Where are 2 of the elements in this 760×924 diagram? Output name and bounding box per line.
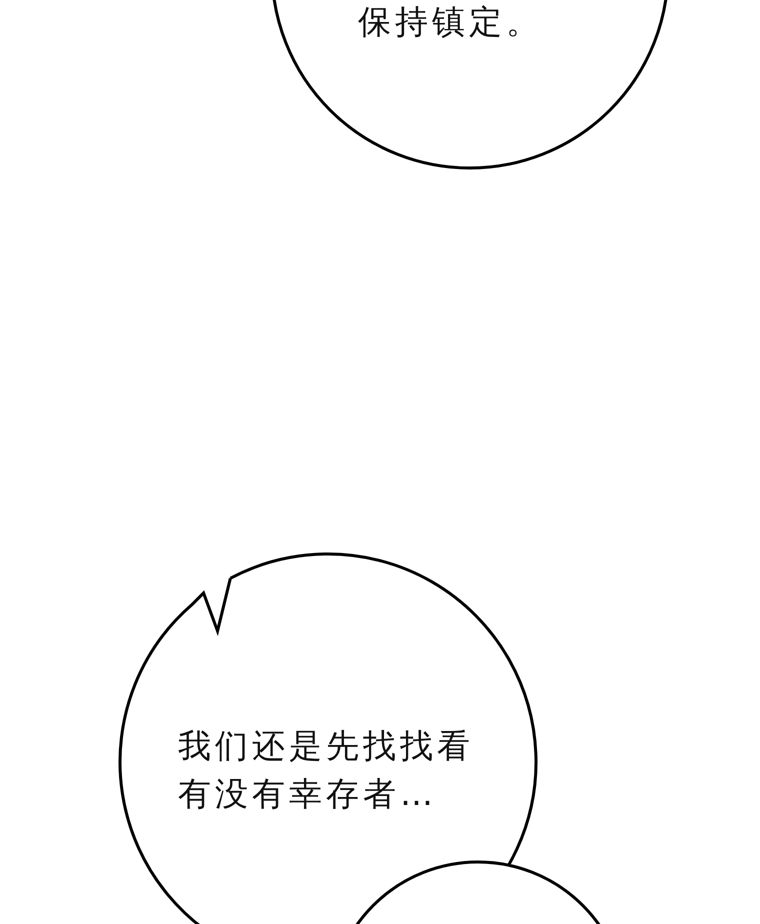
speech-text: 我们还是先找找看有没有幸存者… — [178, 725, 475, 815]
speech-text: 保持镇定。 — [358, 1, 544, 43]
